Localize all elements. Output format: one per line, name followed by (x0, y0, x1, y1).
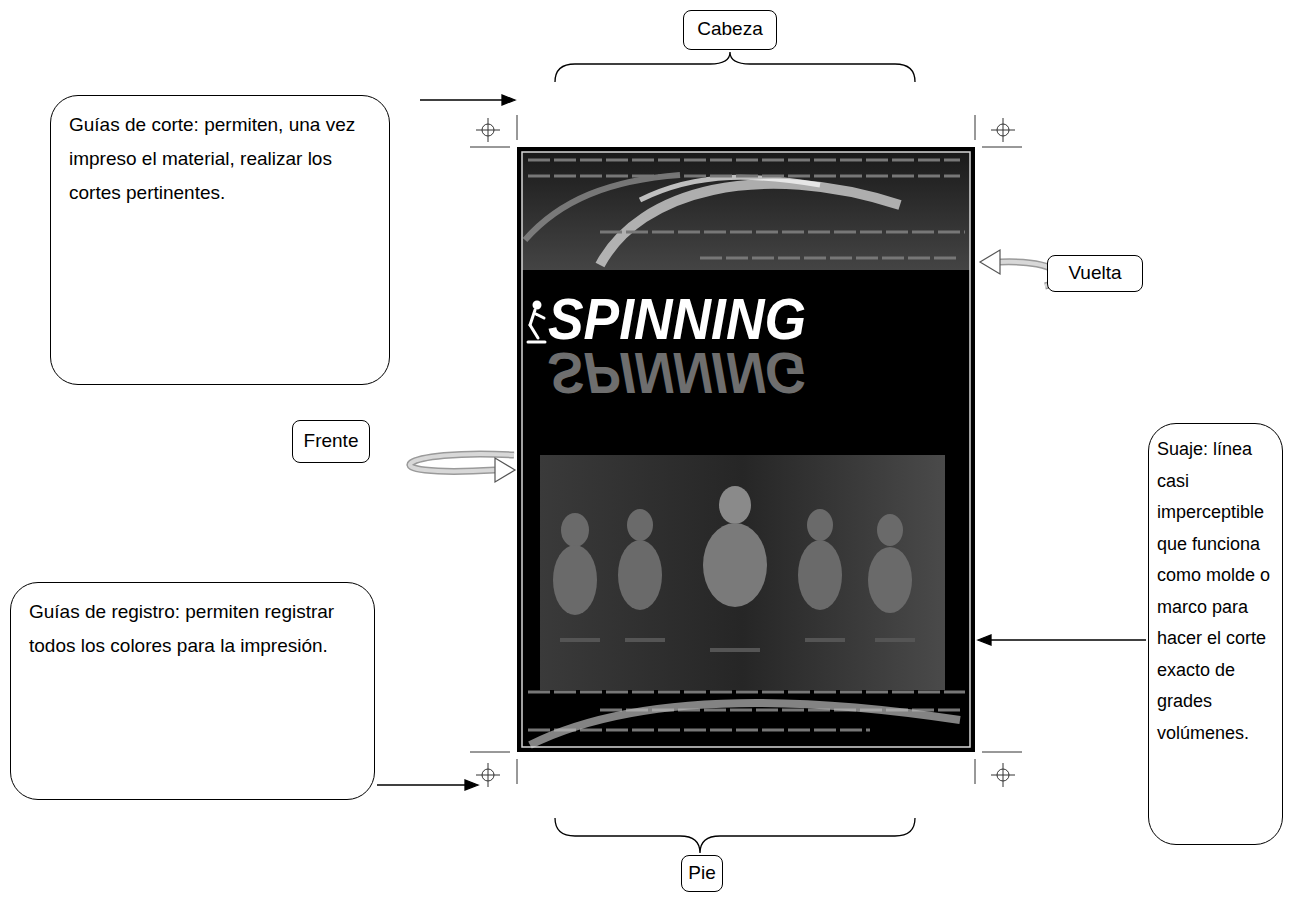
cyclists (553, 486, 912, 615)
poster-ground (517, 147, 975, 752)
poster-top-band (522, 152, 970, 270)
cyclist-icon (528, 302, 545, 342)
title-reflection: SPINNING (548, 344, 806, 402)
head (561, 513, 589, 547)
node-text: Vuelta (1054, 261, 1136, 286)
registration-cross (476, 118, 500, 142)
icon-head (534, 302, 540, 308)
head (807, 509, 833, 541)
bike (805, 638, 845, 642)
registration-marks (476, 118, 1015, 787)
crop-line (517, 759, 518, 784)
body (618, 540, 662, 610)
crop-line (470, 147, 510, 148)
body (553, 545, 597, 615)
registration-cross (991, 763, 1015, 787)
head (719, 486, 751, 524)
watermark-row (700, 257, 960, 260)
poster-title: SPINNING (548, 290, 806, 348)
node-text: Pie (684, 861, 720, 886)
node-text: Guías de corte: permiten, una vez impres… (69, 108, 371, 211)
icon-leg (530, 325, 538, 338)
swirl (525, 175, 680, 240)
head (627, 509, 653, 541)
crop-line (975, 115, 976, 140)
photo (540, 455, 945, 690)
term-box: Frente (292, 420, 370, 463)
crop-line (982, 147, 1022, 148)
watermark-row (528, 159, 960, 162)
head (877, 514, 903, 546)
watermark-rows (528, 160, 965, 730)
watermark-row (528, 175, 960, 178)
arrowhead (465, 780, 478, 790)
turn-arrowhead (980, 250, 1000, 274)
crop-marks (470, 115, 1022, 784)
watermark-row (600, 231, 965, 234)
bikes (560, 640, 915, 650)
icon-body (530, 310, 535, 325)
icon-arm (536, 314, 544, 318)
registration-cross (476, 763, 500, 787)
body (703, 523, 767, 607)
body (868, 547, 912, 613)
icon-base (528, 341, 545, 344)
leader-arrows (377, 95, 1146, 790)
term-box: Vuelta (1047, 255, 1143, 292)
node-text: Guías de registro: permiten registrar to… (29, 595, 356, 663)
swirl (640, 177, 820, 200)
leader-line (377, 784, 466, 785)
node-text: Cabeza (690, 17, 770, 42)
node-text: Suaje: línea casi imperceptible que func… (1157, 434, 1274, 749)
crop-line (982, 752, 1022, 753)
leader-line (420, 99, 503, 100)
callout-box: Suaje: línea casi imperceptible que func… (1148, 423, 1283, 845)
leader-line (990, 639, 1146, 640)
term-box: Cabeza (683, 10, 777, 50)
bike (625, 638, 665, 642)
watermark-row (528, 691, 965, 694)
bike (710, 648, 760, 652)
crop-line (517, 115, 518, 140)
callout-box: Guías de registro: permiten registrar to… (10, 582, 375, 800)
callout-box: Guías de corte: permiten, una vez impres… (50, 95, 390, 385)
term-box: Pie (681, 855, 723, 892)
bike (560, 638, 600, 642)
foot-brace (555, 818, 915, 853)
front-arrowhead (495, 458, 515, 482)
swirl (530, 703, 960, 745)
arrowhead (502, 95, 515, 105)
head-brace (555, 52, 915, 82)
arrowhead (978, 635, 991, 645)
bike (875, 638, 915, 642)
body (798, 540, 842, 610)
crop-line (975, 759, 976, 784)
registration-cross (991, 118, 1015, 142)
node-text: Frente (299, 429, 363, 454)
die-cut-line (522, 152, 970, 747)
crop-line (470, 752, 510, 753)
